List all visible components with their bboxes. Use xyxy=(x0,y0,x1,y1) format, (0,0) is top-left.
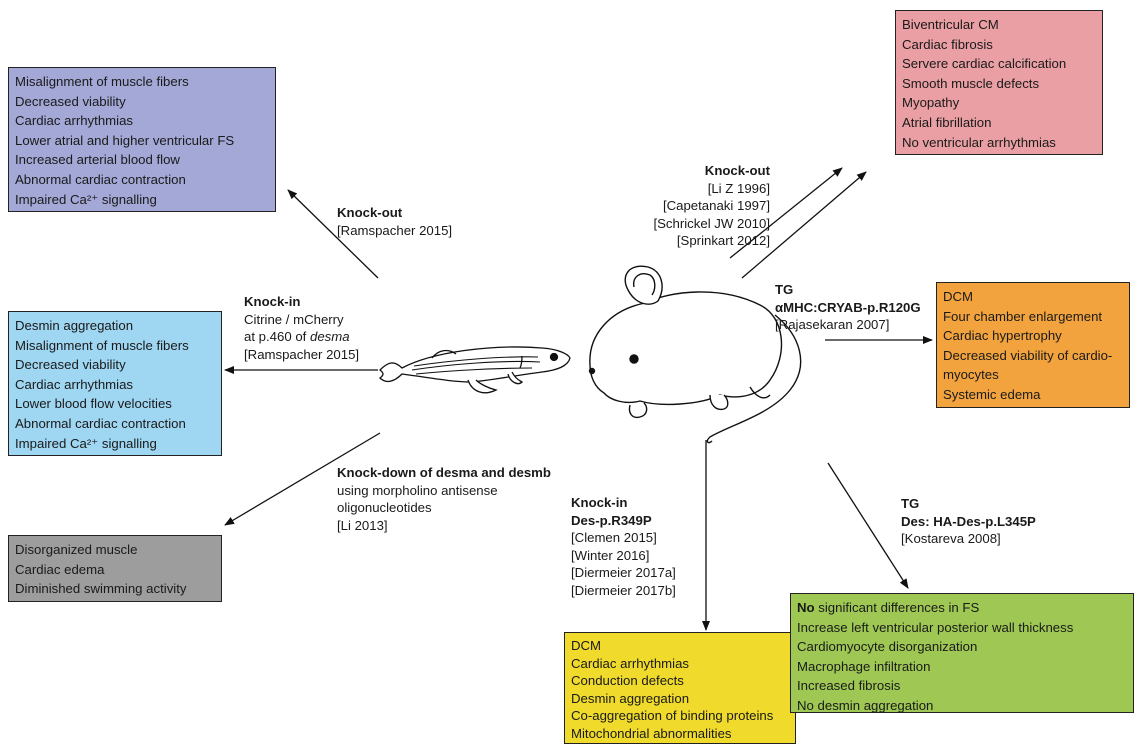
phenotype-item: Mitochondrial abnormalities xyxy=(571,725,732,741)
label-title: Knock-in xyxy=(244,294,301,309)
phenotype-item: Misalignment of muscle fibers xyxy=(15,337,189,353)
mouse-tg-ha-label: TG Des: HA-Des-p.L345P [Kostareva 2008] xyxy=(901,495,1036,548)
phenotype-item: No significant differences in FS xyxy=(797,600,980,615)
phenotype-item: Cardiac arrhythmias xyxy=(15,376,133,392)
phenotype-item: Increased fibrosis xyxy=(797,678,901,694)
phenotype-item: DCM xyxy=(943,289,974,304)
mouse-tg-cryab-label: TG αMHC:CRYAB-p.R120G [Rajasekaran 2007] xyxy=(775,281,921,334)
arrow-m-knockout-1 xyxy=(729,167,843,259)
phenotype-item: Desmin aggregation xyxy=(571,690,690,706)
phenotype-item: Decreased viability of cardio- xyxy=(943,347,1113,363)
phenotype-item: Co-aggregation of binding proteins xyxy=(571,708,774,723)
label-ref: [Li 2013] xyxy=(337,517,388,533)
label-ref: [Schrickel JW 2010] xyxy=(653,215,770,231)
label-ref: [Clemen 2015] xyxy=(571,530,657,545)
phenotype-item: Atrial fibrillation xyxy=(902,114,992,130)
gene-name: desma xyxy=(310,329,350,344)
phenotype-item: Cardiac arrhythmias xyxy=(15,113,133,129)
label-title: Knock-out xyxy=(704,163,770,178)
phenotype-item: Biventricular CM xyxy=(902,17,999,32)
phenotype-item: Lower atrial and higher ventricular FS xyxy=(15,132,235,148)
phenotype-item: Cardiomyocyte disorganization xyxy=(797,639,978,655)
phenotype-item: Misalignment of muscle fibers xyxy=(15,74,189,89)
arrow-m-tg-ha xyxy=(827,462,909,589)
phenotype-item: Lower blood flow velocities xyxy=(15,396,172,412)
mouse-tg-cryab-phenotype-box: DCM Four chamber enlargement Cardiac hyp… xyxy=(936,282,1130,408)
zebrafish-icon xyxy=(379,346,571,394)
phenotype-item: Four chamber enlargement xyxy=(943,308,1103,324)
label-title: Knock-down of desma and desmb xyxy=(337,465,551,480)
phenotype-item: Systemic edema xyxy=(943,386,1041,402)
phenotype-item: Myopathy xyxy=(902,95,960,111)
phenotype-item: Increased arterial blood flow xyxy=(15,152,180,168)
arrow-zf-knockdown xyxy=(224,432,381,526)
phenotype-item: Servere cardiac calcification xyxy=(902,56,1067,72)
mouse-icon xyxy=(588,265,802,444)
label-title: TG xyxy=(901,496,920,511)
phenotype-item: Cardiac arrhythmias xyxy=(571,655,689,671)
phenotype-item: Impaired Ca²⁺ signalling xyxy=(15,191,157,207)
label-ref: [Ramspacher 2015] xyxy=(244,346,360,362)
mouse-knockout-phenotype-box: Biventricular CM Cardiac fibrosis Server… xyxy=(895,10,1103,155)
label-line: oligonucleotides xyxy=(337,500,432,515)
label-ref: [Diermeier 2017a] xyxy=(571,565,676,580)
zf-knockout-phenotype-box: Misalignment of muscle fibers Decreased … xyxy=(8,67,276,212)
zf-knockdown-label: Knock-down of desma and desmb using morp… xyxy=(337,464,551,534)
phenotype-item: Desmin aggregation xyxy=(15,318,134,333)
phenotype-item: No desmin aggregation xyxy=(797,697,934,713)
label-ref: [Sprinkart 2012] xyxy=(676,233,770,248)
zf-knockdown-phenotype-box: Disorganized muscle Cardiac edema Dimini… xyxy=(8,535,222,602)
label-ref: [Kostareva 2008] xyxy=(901,531,1001,546)
phenotype-item: Conduction defects xyxy=(571,673,684,688)
phenotype-item-rest: significant differences in FS xyxy=(814,600,980,615)
label-ref: [Winter 2016] xyxy=(571,547,650,563)
phenotype-item: Cardiac hypertrophy xyxy=(943,328,1062,344)
label-line-text: at p.460 of xyxy=(244,329,310,344)
label-construct: Des: HA-Des-p.L345P xyxy=(901,513,1036,529)
phenotype-item: myocytes xyxy=(943,367,999,383)
phenotype-item: Cardiac edema xyxy=(15,561,105,577)
label-title: Knock-out xyxy=(337,205,403,220)
zf-knockin-phenotype-box: Desmin aggregation Misalignment of muscl… xyxy=(8,311,222,456)
label-construct: αMHC:CRYAB-p.R120G xyxy=(775,299,921,315)
phenotype-item: Cardiac fibrosis xyxy=(902,36,993,52)
arrow-zf-knockout xyxy=(287,189,379,279)
mouse-knockin-label: Knock-in Des-p.R349P [Clemen 2015] [Wint… xyxy=(571,494,676,599)
phenotype-item: Decreased viability xyxy=(15,357,126,373)
label-ref: [Rajasekaran 2007] xyxy=(775,317,890,332)
mouse-knockin-phenotype-box: DCM Cardiac arrhythmias Conduction defec… xyxy=(564,632,796,744)
label-title: TG xyxy=(775,282,794,297)
arrow-m-knockout-2 xyxy=(741,171,867,279)
zf-knockout-label: Knock-out [Ramspacher 2015] xyxy=(337,204,452,239)
phenotype-item: Smooth muscle defects xyxy=(902,75,1040,91)
phenotype-item: Decreased viability xyxy=(15,93,126,109)
mouse-knockout-label: Knock-out [Li Z 1996] [Capetanaki 1997] … xyxy=(640,162,770,250)
label-line: at p.460 of desma xyxy=(244,328,359,346)
phenotype-item: DCM xyxy=(571,638,602,653)
phenotype-item: Macrophage infiltration xyxy=(797,658,931,674)
phenotype-item: Abnormal cardiac contraction xyxy=(15,415,186,431)
label-title: Knock-in xyxy=(571,495,628,510)
label-ref: [Li Z 1996] xyxy=(707,180,770,196)
label-line: using morpholino antisense xyxy=(337,482,498,498)
label-ref: [Capetanaki 1997] xyxy=(662,198,770,213)
phenotype-item: Diminished swimming activity xyxy=(15,581,187,597)
phenotype-item: No ventricular arrhythmias xyxy=(902,134,1056,150)
label-construct: Des-p.R349P xyxy=(571,512,652,528)
phenotype-item: Abnormal cardiac contraction xyxy=(15,171,186,187)
mouse-tg-ha-phenotype-box: No significant differences in FS Increas… xyxy=(790,593,1134,713)
label-ref: [Ramspacher 2015] xyxy=(337,222,453,238)
phenotype-item: Disorganized muscle xyxy=(15,542,138,557)
phenotype-item: Impaired Ca²⁺ signalling xyxy=(15,435,157,451)
label-line: Citrine / mCherry xyxy=(244,311,344,327)
zf-knockin-label: Knock-in Citrine / mCherry at p.460 of d… xyxy=(244,293,359,363)
phenotype-item: Increase left ventricular posterior wall… xyxy=(797,619,1074,635)
label-ref: [Diermeier 2017b] xyxy=(571,582,676,598)
